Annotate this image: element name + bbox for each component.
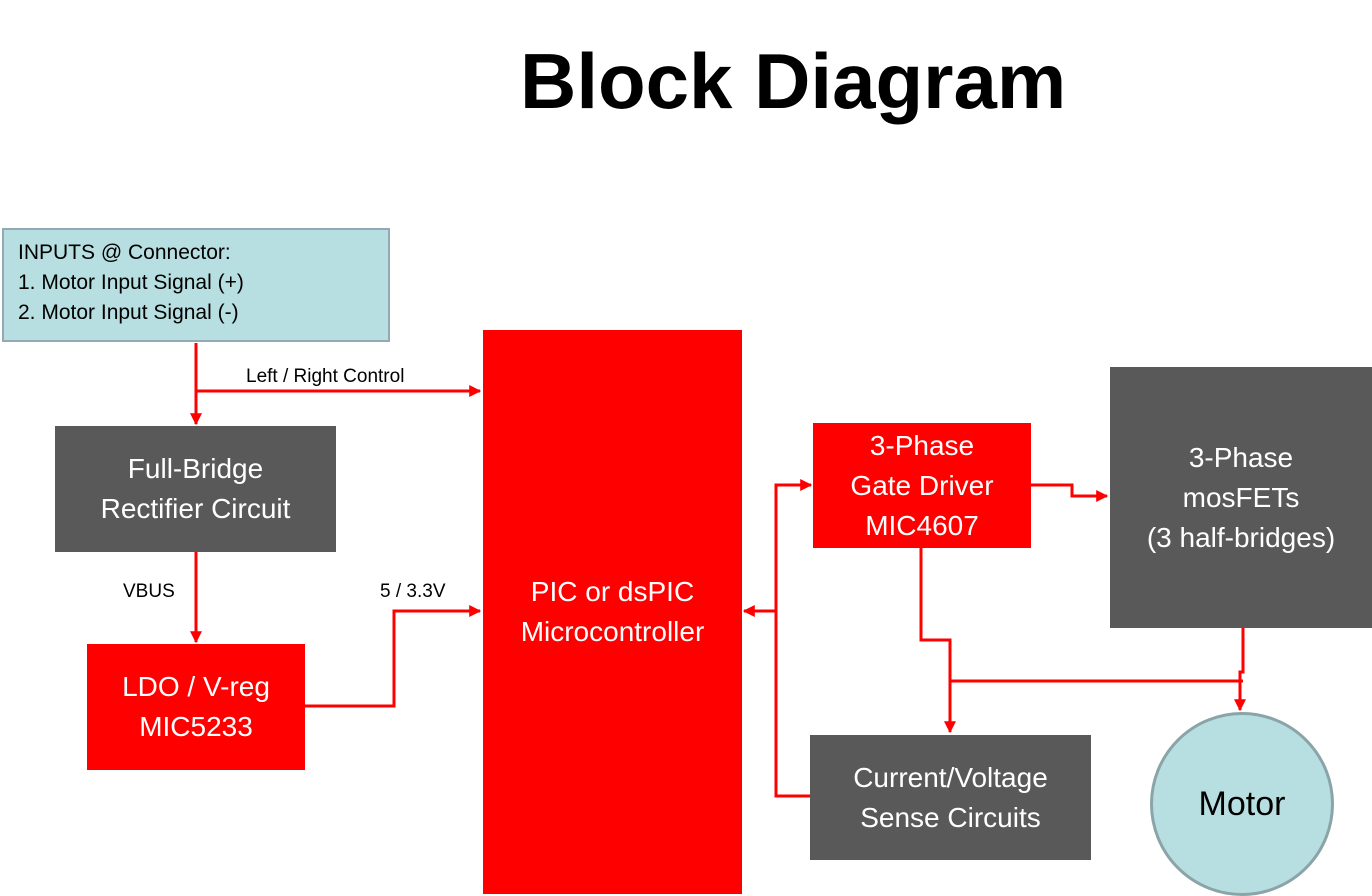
gate-driver-block: 3-Phase Gate Driver MIC4607 bbox=[813, 423, 1031, 548]
sense-line-1: Current/Voltage bbox=[853, 761, 1048, 793]
wire-sense-to-mcu bbox=[742, 605, 810, 798]
ldo-line-2: MIC5233 bbox=[139, 711, 253, 742]
rectifier-line-1: Full-Bridge bbox=[127, 453, 264, 484]
mosfets-block: 3-Phase mosFETs (3 half-bridges) bbox=[1110, 367, 1372, 628]
motor-label: Motor bbox=[1198, 784, 1286, 823]
inputs-connector-box: INPUTS @ Connector: 1. Motor Input Signa… bbox=[2, 228, 390, 342]
motor-circle: Motor bbox=[1150, 712, 1334, 896]
gate-driver-line-1: 3-Phase bbox=[869, 429, 975, 461]
rectifier-block: Full-Bridge Rectifier Circuit bbox=[55, 426, 336, 552]
page-title: Block Diagram bbox=[520, 37, 1067, 125]
wire-gate-driver-to-sense bbox=[919, 548, 956, 734]
mcu-line-1: PIC or dsPIC bbox=[530, 576, 695, 607]
inputs-line-signal-minus: 2. Motor Input Signal (-) bbox=[18, 301, 239, 324]
ldo-block: LDO / V-reg MIC5233 bbox=[87, 644, 305, 770]
mosfets-line-3: (3 half-bridges) bbox=[1146, 521, 1336, 553]
sense-block: Current/Voltage Sense Circuits bbox=[810, 735, 1091, 860]
wire-ldo-to-mcu bbox=[305, 605, 482, 708]
wire-mosfets-to-motor bbox=[1234, 628, 1246, 712]
label-voltage: 5 / 3.3V bbox=[380, 581, 446, 602]
microcontroller-block: PIC or dsPIC Microcontroller bbox=[483, 330, 742, 894]
inputs-line-signal-plus: 1. Motor Input Signal (+) bbox=[18, 271, 244, 294]
inputs-line-header: INPUTS @ Connector: bbox=[18, 241, 231, 264]
ldo-line-1: LDO / V-reg bbox=[122, 671, 270, 702]
wire-gate-driver-to-mosfets bbox=[1031, 483, 1109, 502]
rectifier-line-2: Rectifier Circuit bbox=[100, 493, 291, 524]
mosfets-line-1: 3-Phase bbox=[1188, 441, 1294, 473]
label-left-right-control: Left / Right Control bbox=[246, 366, 405, 387]
mosfets-line-2: mosFETs bbox=[1182, 481, 1300, 513]
gate-driver-line-3: MIC4607 bbox=[865, 509, 979, 541]
sense-line-2: Sense Circuits bbox=[860, 801, 1041, 833]
wire-mcu-to-gate-driver bbox=[774, 479, 813, 611]
gate-driver-line-2: Gate Driver bbox=[850, 469, 994, 501]
mcu-line-2: Microcontroller bbox=[520, 616, 705, 647]
label-vbus: VBUS bbox=[123, 581, 175, 602]
